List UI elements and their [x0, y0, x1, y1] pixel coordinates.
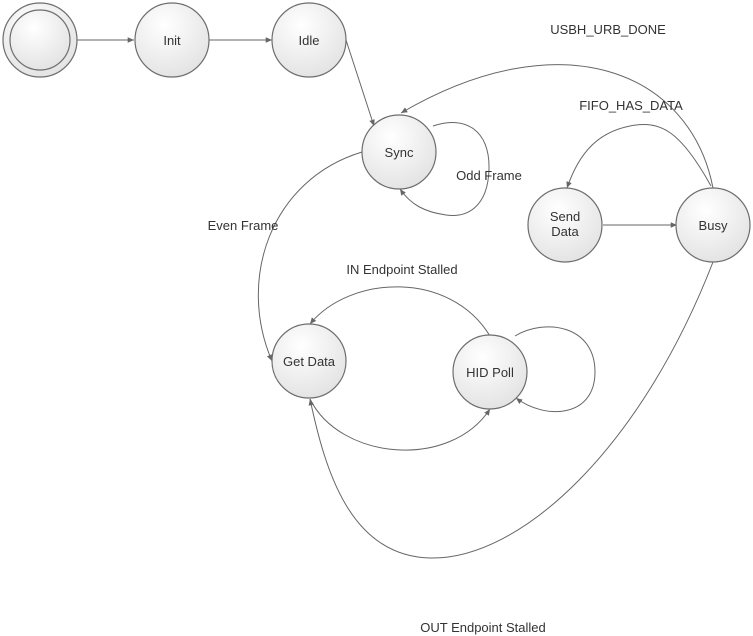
edge-idle-to-sync — [345, 39, 375, 127]
state-get-data: Get Data — [271, 323, 347, 399]
busy-label: Busy — [699, 218, 728, 233]
edge-hid-poll-self-loop — [514, 326, 596, 413]
edges — [77, 37, 714, 559]
label-sync-to-get-data: Even Frame — [208, 218, 279, 233]
init-label: Init — [163, 33, 181, 48]
start-inner-circle — [9, 9, 71, 71]
label-line: Data — [551, 224, 579, 239]
edge-sync-self-loop — [399, 122, 490, 216]
label-line: Send — [550, 209, 580, 224]
label-sync-self-loop: Odd Frame — [456, 168, 522, 183]
hid-poll-circle — [452, 334, 528, 410]
sync-circle — [361, 114, 437, 190]
state-start — [2, 2, 78, 78]
state-init: Init — [134, 2, 210, 78]
label-busy-to-get-data: OUT Endpoint Stalled — [420, 620, 546, 635]
edge-busy-to-get-data — [308, 261, 714, 559]
label-busy-to-sync: USBH_URB_DONE — [550, 22, 666, 37]
state-sync: Sync — [361, 114, 437, 190]
state-hid-poll: HID Poll — [452, 334, 528, 410]
label-busy-to-send-data: FIFO_HAS_DATA — [579, 98, 683, 113]
state-busy: Busy — [675, 187, 751, 263]
idle-circle — [271, 2, 347, 78]
hid-poll-label: HID Poll — [466, 365, 514, 380]
state-idle: Idle — [271, 2, 347, 78]
init-circle — [134, 2, 210, 78]
get-data-label: Get Data — [283, 354, 336, 369]
get-data-circle — [271, 323, 347, 399]
label-hid-poll-to-get-data: IN Endpoint Stalled — [346, 262, 457, 277]
edge-get-data-to-hid-poll — [309, 398, 491, 451]
edge-labels: USBH_URB_DONE FIFO_HAS_DATA Odd Frame Ev… — [208, 22, 683, 635]
sync-label: Sync — [385, 145, 414, 160]
idle-label: Idle — [299, 33, 320, 48]
edge-busy-to-send-data — [566, 123, 712, 189]
edge-hid-poll-to-get-data — [309, 286, 491, 337]
busy-circle — [675, 187, 751, 263]
edge-busy-to-sync — [400, 64, 714, 189]
edge-sync-to-get-data — [257, 151, 363, 362]
send-data-circle — [527, 187, 603, 263]
